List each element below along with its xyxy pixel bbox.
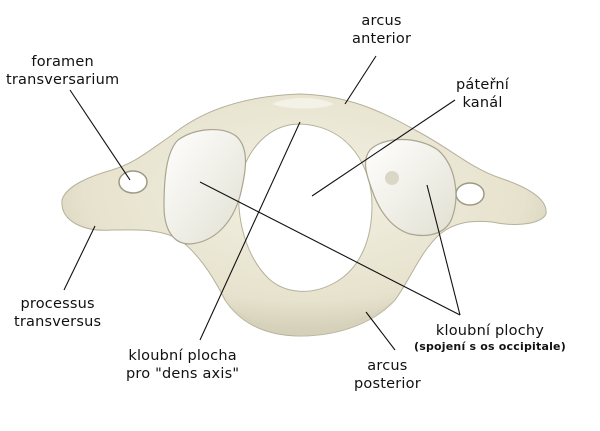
posterior-arch-shade [225,300,395,336]
label-kloubni-plochy: kloubní plochy (spojení s os occipitale) [414,323,566,353]
label-processus-transversus: processus transversus [14,296,102,330]
leader-arcus-posterior [365,311,396,351]
label-paterni-kanal: páteřní kanál [456,77,510,111]
leader-processus-transversus [63,225,96,291]
leader-kloubni-plochy-right [426,184,461,316]
label-foramen-transversarium: foramen transversarium [6,54,120,88]
facet-right-notch [385,171,399,185]
foramen-left [118,170,148,194]
leader-arcus-anterior [344,55,377,105]
label-kloubni-plocha-dens: kloubní plocha pro "dens axis" [126,348,240,382]
leader-lines [63,55,461,351]
foramen-right [455,182,485,206]
label-arcus-posterior: arcus posterior [354,358,421,392]
label-arcus-anterior: arcus anterior [352,13,412,47]
anterior-tubercle [272,98,334,109]
facet-left [163,129,247,245]
leader-kloubni-plocha-dens [199,121,301,341]
leader-paterni-kanal [311,99,456,197]
leader-foramen-transversarium [69,89,131,181]
leader-kloubni-plochy-left [199,181,461,316]
atlas-bone [61,93,547,337]
